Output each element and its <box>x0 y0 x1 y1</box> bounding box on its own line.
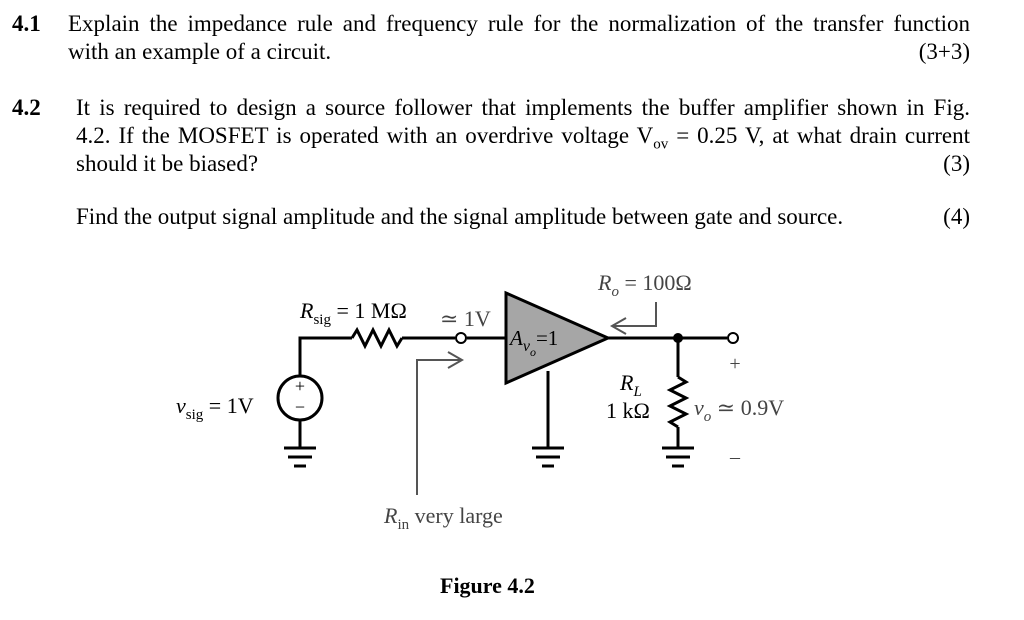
ground-symbol <box>284 446 316 468</box>
vsig-label: vsig = 1V <box>176 393 254 423</box>
question-text-line: with an example of a circuit. <box>68 39 332 64</box>
rl-value: 1 kΩ <box>606 398 650 423</box>
resistor-rsig <box>350 326 404 350</box>
resistor-rl <box>666 375 690 429</box>
marks-label: (3+3) <box>918 39 970 64</box>
text-segment: 4.2. If the MOSFET is operated with an o… <box>76 123 654 148</box>
input-terminal <box>455 332 467 344</box>
question-text-line: should it be biased? <box>76 151 259 176</box>
vo-label: vo ≃ 0.9V <box>694 395 784 425</box>
question-text-line: It is required to design a source follow… <box>76 95 970 120</box>
question-text-line: Find the output signal amplitude and the… <box>76 204 844 229</box>
question-number: 4.2 <box>12 95 41 120</box>
figure-caption: Figure 4.2 <box>440 573 535 598</box>
junction-dot <box>673 333 683 343</box>
ground-symbol <box>532 446 564 468</box>
text-segment: = 0.25 V, at what drain current <box>668 123 970 148</box>
voltage-source <box>276 374 324 422</box>
ro-arrow <box>609 302 657 335</box>
rin-label: Rin very large <box>383 503 503 533</box>
output-terminal <box>727 332 739 344</box>
subscript: ov <box>653 136 669 153</box>
question-text-line: Explain the impedance rule and frequency… <box>68 11 970 36</box>
rsig-label: Rsig = 1 MΩ <box>299 298 407 328</box>
amplifier-triangle <box>504 290 612 386</box>
wire <box>298 336 352 375</box>
output-plus-sign: + <box>729 353 740 375</box>
rl-label: RL <box>619 370 642 400</box>
marks-label: (4) <box>943 204 970 229</box>
question-number: 4.1 <box>12 11 41 36</box>
input-voltage-label: ≃ 1V <box>440 306 491 331</box>
circuit-diagram: Rsig = 1 MΩ ≃ 1V Ro = 100Ω Avo=1 vsig = … <box>176 270 784 533</box>
rin-arrow <box>416 351 465 495</box>
ground-symbol <box>662 446 694 468</box>
source-plus-sign: + <box>295 376 305 396</box>
source-minus-sign: − <box>295 397 305 417</box>
amplifier-gain-label: Avo=1 <box>508 326 558 359</box>
question-text-line: 4.2. If the MOSFET is operated with an o… <box>76 122 970 159</box>
output-minus-sign: – <box>729 446 741 468</box>
marks-label: (3) <box>943 151 970 176</box>
ro-label: Ro = 100Ω <box>597 270 692 300</box>
